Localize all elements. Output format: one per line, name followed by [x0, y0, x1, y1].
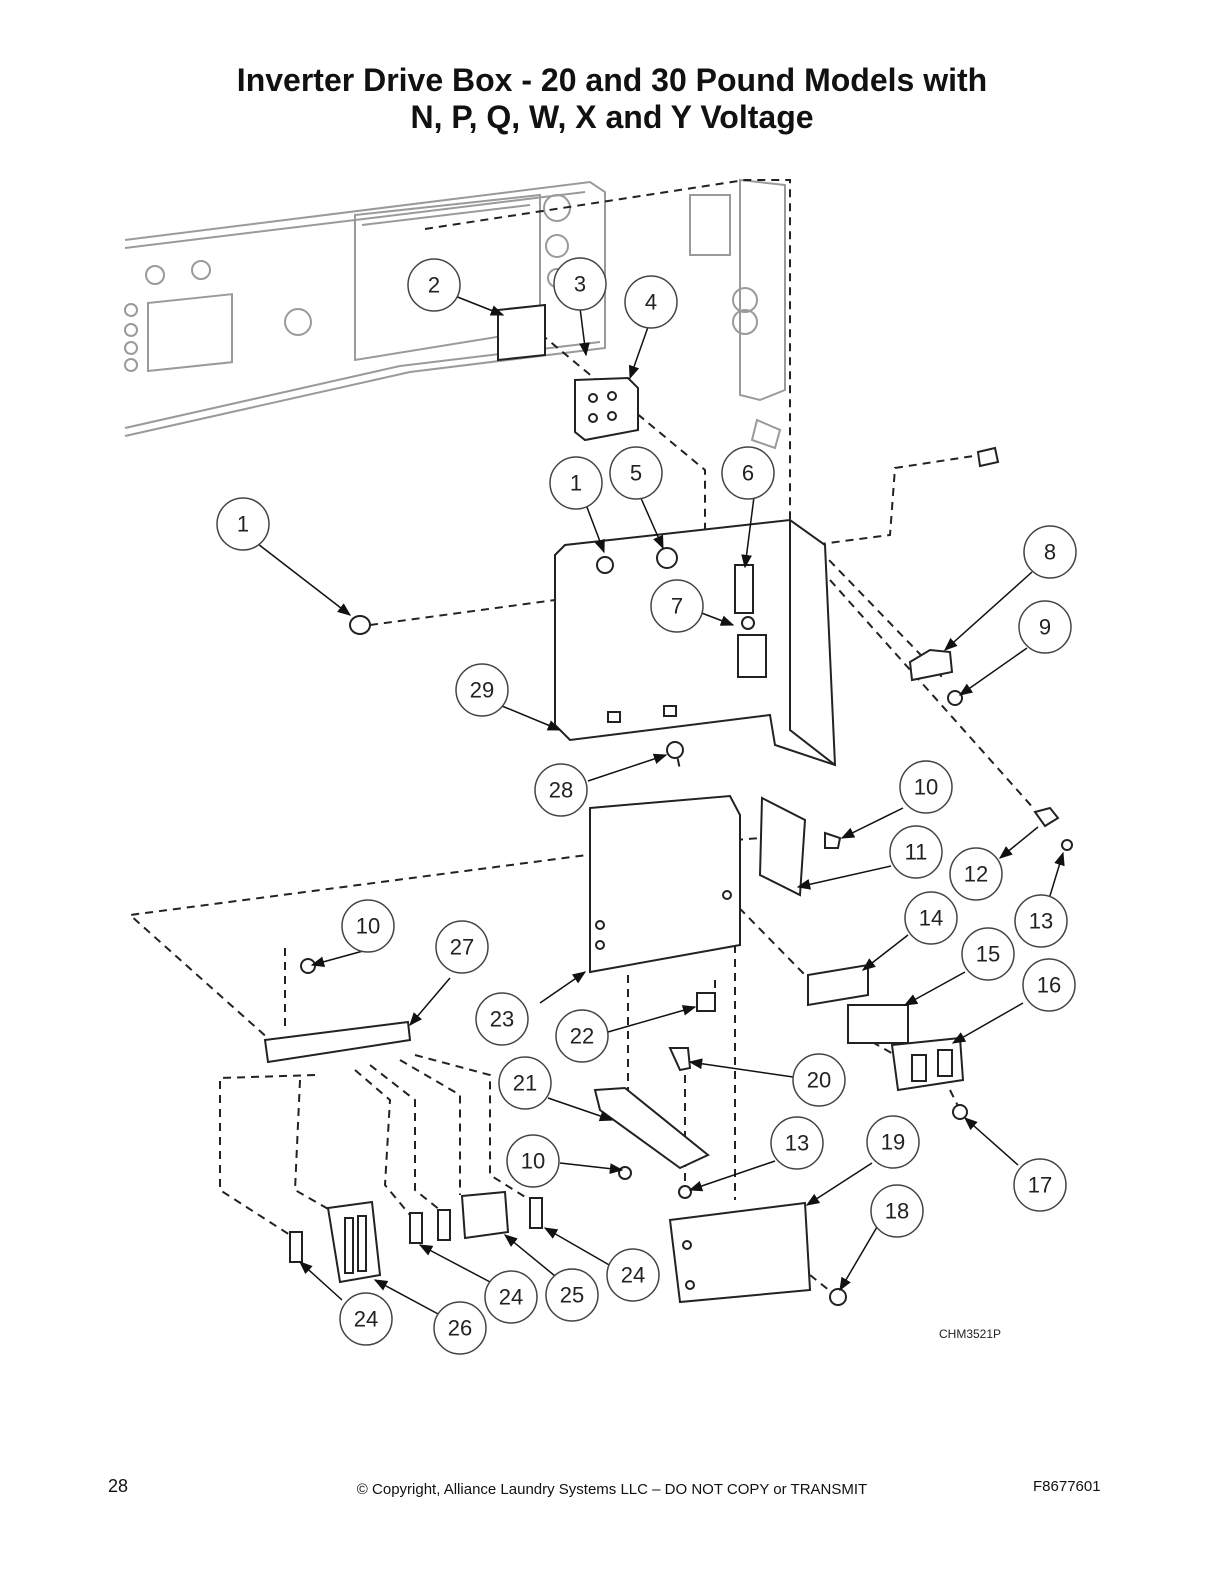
copyright-notice: © Copyright, Alliance Laundry Systems LL…: [356, 1481, 868, 1498]
callout-label: 13: [785, 1131, 809, 1156]
callout-label: 12: [964, 862, 988, 887]
callout-label: 27: [450, 935, 474, 960]
callout-label: 5: [630, 461, 642, 486]
callout-label: 22: [570, 1024, 594, 1049]
part-outlines: [263, 303, 1073, 1306]
callout-label: 1: [570, 471, 582, 496]
callout-label: 21: [513, 1071, 537, 1096]
callout-numbers: 1 2 3 4 1 5 6 7 8 9 29 28 10 11 12 13 14…: [237, 272, 1061, 1341]
callout-label: 18: [885, 1199, 909, 1224]
callout-label: 11: [905, 840, 928, 865]
callout-arrows: [257, 295, 1065, 1316]
callout-label: 3: [574, 272, 586, 297]
callout-bubbles: [216, 257, 1077, 1355]
page-title-line-1: Inverter Drive Box - 20 and 30 Pound Mod…: [236, 62, 988, 98]
callout-label: 6: [742, 461, 754, 486]
callout-label: 1: [237, 512, 249, 537]
page-title-line-2: N, P, Q, W, X and Y Voltage: [410, 99, 814, 135]
callout-label: 29: [470, 678, 494, 703]
callout-label: 14: [919, 906, 943, 931]
callout-label: 16: [1037, 973, 1061, 998]
page-number: 28: [108, 1476, 129, 1496]
callout-label: 24: [354, 1307, 378, 1332]
callout-label: 20: [807, 1068, 831, 1093]
callout-label: 26: [448, 1316, 472, 1341]
callout-label: 13: [1029, 909, 1053, 934]
callout-label: 25: [560, 1283, 584, 1308]
callout-label: 9: [1039, 615, 1051, 640]
callout-label: 10: [521, 1149, 545, 1174]
callout-label: 17: [1028, 1173, 1052, 1198]
callout-label: 28: [549, 778, 573, 803]
callout-label: 10: [914, 775, 938, 800]
callout-label: 8: [1044, 540, 1056, 565]
callout-label: 23: [490, 1007, 514, 1032]
drawing-code: CHM3521P: [939, 1327, 1001, 1341]
callout-label: 15: [976, 942, 1000, 967]
callout-label: 10: [356, 914, 380, 939]
callout-label: 19: [881, 1130, 905, 1155]
callout-label: 24: [621, 1263, 645, 1288]
document-id: F8677601: [1033, 1478, 1101, 1495]
callout-label: 24: [499, 1285, 523, 1310]
callout-label: 2: [428, 273, 440, 298]
callout-label: 7: [671, 594, 683, 619]
callout-label: 4: [645, 290, 657, 315]
machine-panel: [124, 178, 786, 450]
